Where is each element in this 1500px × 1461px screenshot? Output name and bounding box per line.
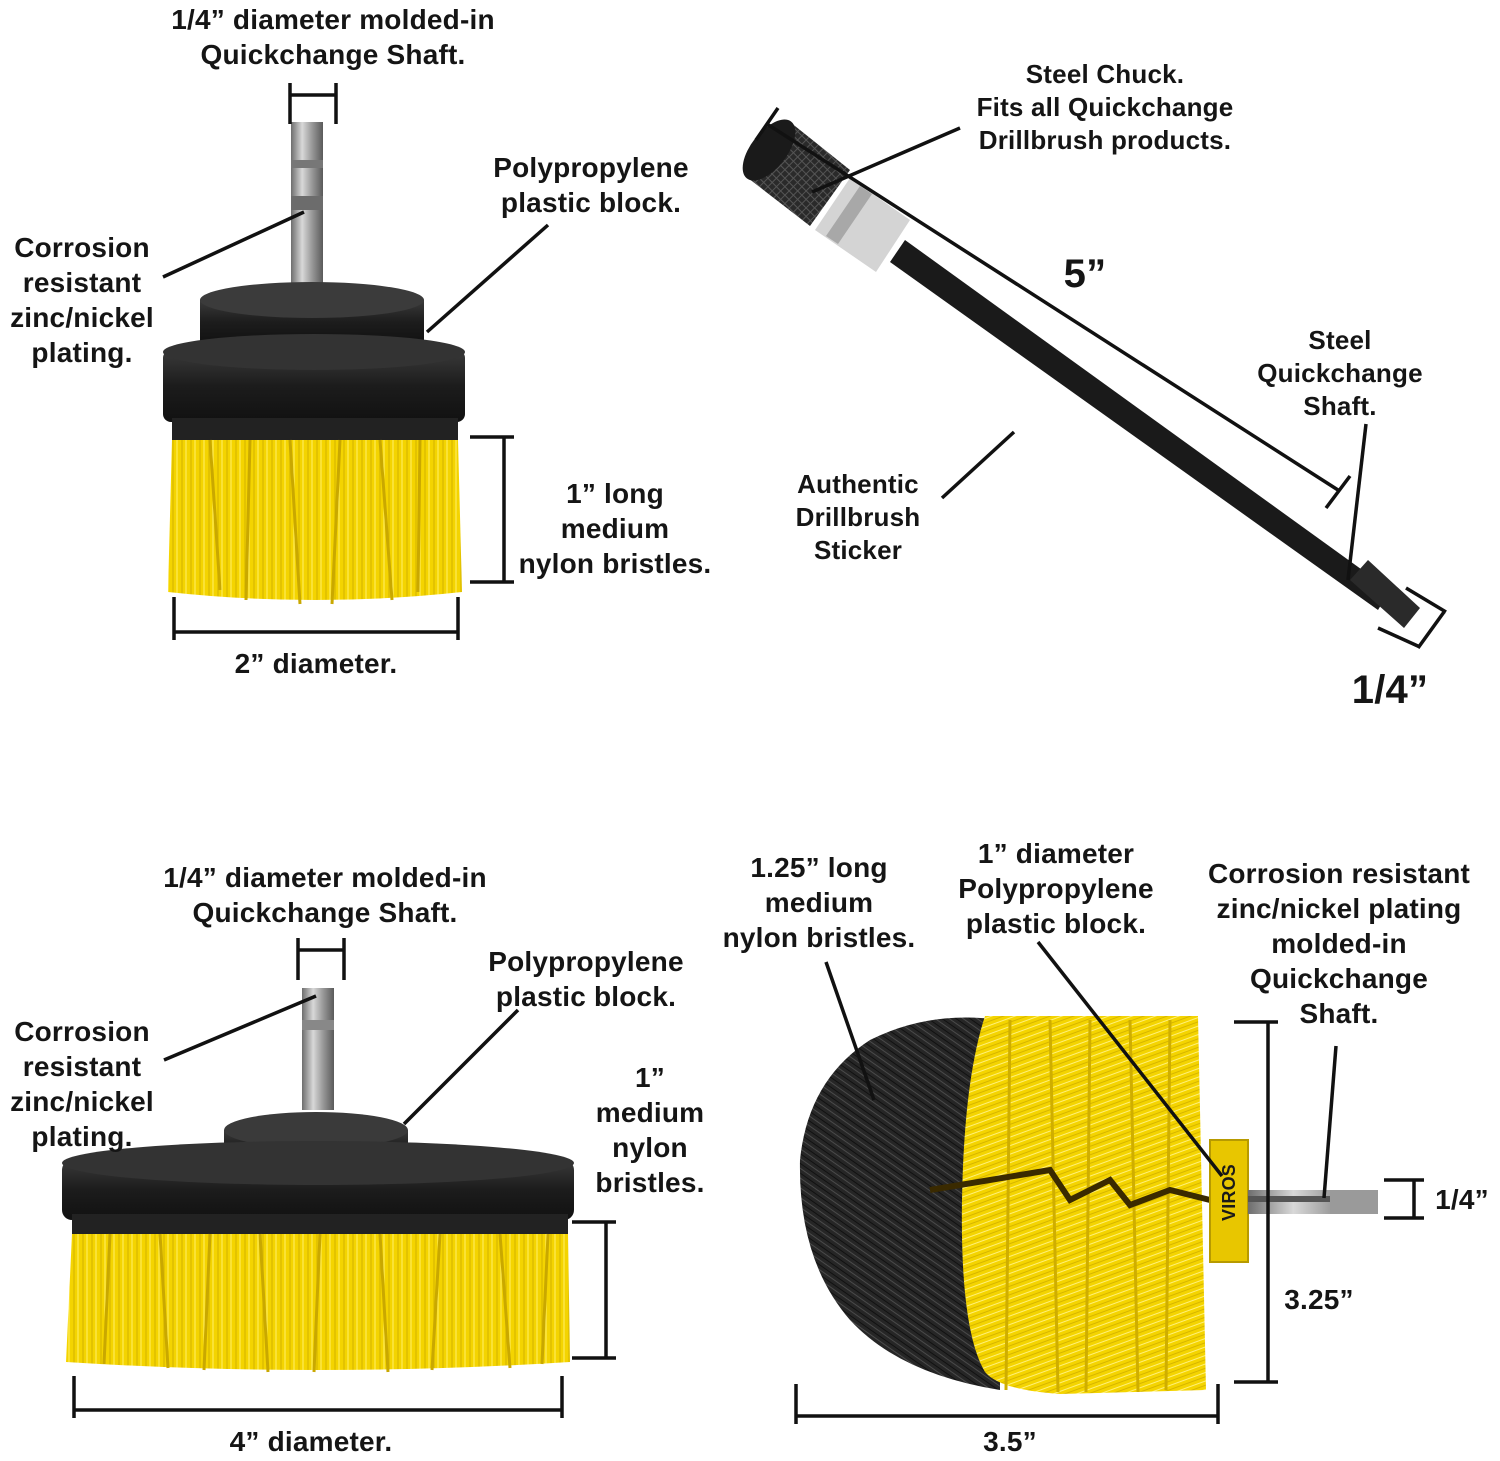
- round-brush-block-label: 1” diameter Polypropylene plastic block.: [958, 838, 1154, 939]
- round-brush-height-label: 3.25”: [1284, 1284, 1354, 1315]
- hex-shaft: [302, 988, 334, 1110]
- brush-2in-diameter-label: 2” diameter.: [234, 648, 398, 679]
- brush-4in-callouts: [72, 938, 616, 1418]
- extension-length-label: 5”: [1063, 252, 1107, 296]
- chuck-collar: [815, 178, 910, 272]
- brush-2in-block-label: Polypropylene plastic block.: [493, 152, 689, 218]
- brush-4in-shaft-label: 1/4” diameter molded-in Quickchange Shaf…: [163, 862, 487, 928]
- yellow-bristles: [961, 1016, 1206, 1394]
- brush-4in: [62, 988, 574, 1373]
- round-brush-bristle-label: 1.25” long medium nylon bristles.: [722, 852, 916, 953]
- round-brush-shaft-size-label: 1/4”: [1435, 1184, 1489, 1215]
- brush-2in-bristle-label: 1” long medium nylon bristles.: [518, 478, 712, 579]
- brush-2in-plating-label: Corrosion resistant zinc/nickel plating.: [10, 232, 154, 368]
- round-brush: [799, 1016, 1378, 1394]
- black-bristles: [799, 1017, 1000, 1390]
- brush-2in-shaft-label: 1/4” diameter molded-in Quickchange Shaf…: [171, 4, 495, 70]
- brush-4in-diameter-label: 4” diameter.: [229, 1426, 393, 1457]
- brand-cap: [1210, 1140, 1248, 1262]
- brush-4in-block-label: Polypropylene plastic block.: [488, 946, 684, 1012]
- brand-logo: VIROS: [1219, 1163, 1239, 1221]
- extension-callouts: [754, 107, 1447, 650]
- round-brush-callouts: [794, 940, 1424, 1424]
- brush-4in-bristle-label: 1” medium nylon bristles.: [595, 1062, 705, 1198]
- extension-shaft: [742, 119, 1420, 628]
- brush-2in: [163, 122, 465, 605]
- extension-shaft-size-label: 1/4”: [1351, 668, 1429, 712]
- brush-4in-plating-label: Corrosion resistant zinc/nickel plating.: [10, 1016, 154, 1152]
- extension-rod: [890, 240, 1390, 610]
- extension-chuck-label: Steel Chuck. Fits all Quickchange Drillb…: [976, 59, 1234, 155]
- hex-tip: [1350, 560, 1420, 628]
- plastic-block: [163, 350, 465, 422]
- brush-2in-callouts: [162, 83, 550, 640]
- round-brush-plating-label: Corrosion resistant zinc/nickel plating …: [1207, 858, 1471, 1029]
- round-brush-length-label: 3.5”: [983, 1426, 1037, 1457]
- extension-shaft-label: Steel Quickchange Shaft.: [1257, 325, 1423, 421]
- extension-sticker-label: Authentic Drillbrush Sticker: [795, 469, 921, 565]
